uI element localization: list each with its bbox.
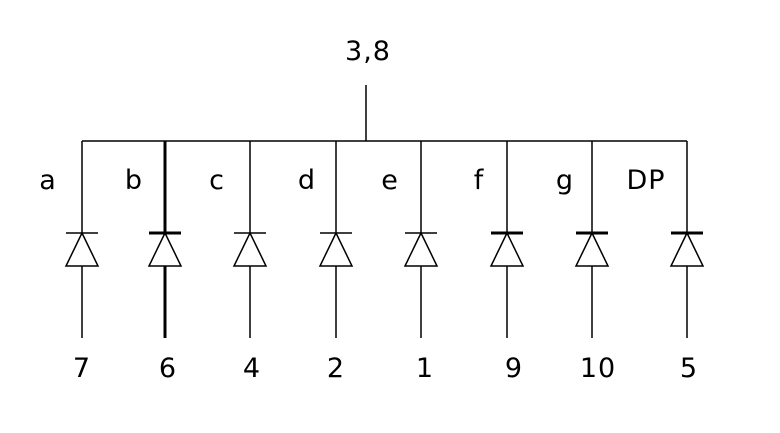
diode-triangle <box>403 231 439 267</box>
pin-number-label: 2 <box>327 353 345 384</box>
pin-number-label: 9 <box>505 353 523 384</box>
diode-triangle <box>64 231 100 267</box>
segment-label: a <box>39 165 57 196</box>
pin-number-label: 10 <box>580 353 616 384</box>
segment-branch-b: b6 <box>125 141 183 384</box>
diode-triangle <box>669 231 705 267</box>
pin-number-label: 6 <box>159 353 177 384</box>
segment-branch-dp: DP 5 <box>626 141 705 384</box>
segment-branch-g: g 10 <box>556 141 616 384</box>
segment-branch-c: c4 <box>209 141 268 384</box>
segment-branch-d: d2 <box>298 141 354 384</box>
segment-branch-a: a7 <box>39 141 100 384</box>
segment-label: f <box>474 165 485 196</box>
segment-branch-e: e1 <box>381 141 439 384</box>
segment-label: d <box>298 165 316 196</box>
diode-triangle <box>232 231 268 267</box>
pin-number-label: 1 <box>416 353 434 384</box>
pin-number-label: 4 <box>243 353 261 384</box>
diode-triangle <box>574 231 610 267</box>
common-pin-label: 3,8 <box>345 36 391 67</box>
segment-branch-f: f9 <box>474 141 525 384</box>
diode-triangle <box>147 231 183 267</box>
pin-number-label: 5 <box>680 353 698 384</box>
segment-label: c <box>209 165 225 196</box>
segment-label: DP <box>626 165 665 196</box>
diode-triangle <box>318 231 354 267</box>
segment-label: b <box>125 165 143 196</box>
segment-label: g <box>556 165 574 196</box>
diode-triangle <box>489 231 525 267</box>
segment-label: e <box>381 165 399 196</box>
pin-number-label: 7 <box>73 353 91 384</box>
